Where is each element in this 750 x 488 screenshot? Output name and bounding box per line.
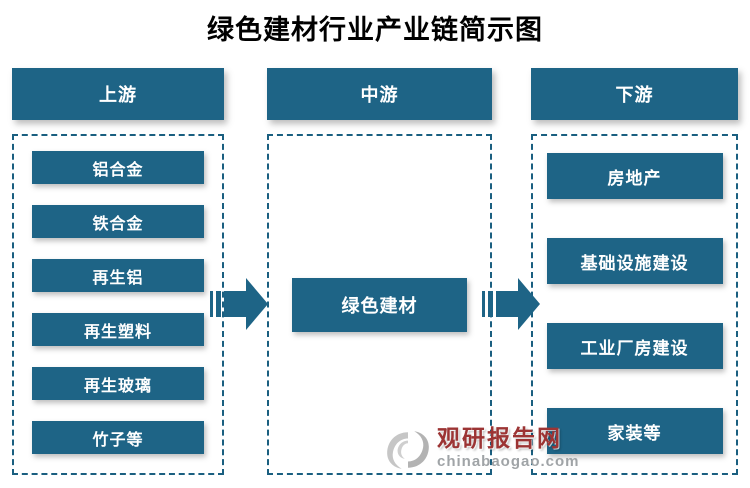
node-recycled-glass: 再生玻璃 xyxy=(32,367,204,400)
column-upstream: 上游 铝合金 铁合金 再生铝 再生塑料 再生玻璃 竹子等 xyxy=(12,68,224,475)
watermark-text: 观研报告网 chinabaogao.com xyxy=(437,425,580,470)
column-header-midstream: 中游 xyxy=(267,68,492,120)
watermark-domain: chinabaogao.com xyxy=(437,453,580,470)
node-industrial-plants: 工业厂房建设 xyxy=(546,323,723,369)
column-header-downstream: 下游 xyxy=(531,68,738,120)
node-aluminum-alloy: 铝合金 xyxy=(32,151,204,184)
node-recycled-aluminum: 再生铝 xyxy=(32,259,204,292)
column-panel-midstream: 绿色建材 xyxy=(267,134,492,475)
node-green-building-materials: 绿色建材 xyxy=(292,277,467,332)
column-midstream: 中游 绿色建材 xyxy=(267,68,492,475)
node-recycled-plastic: 再生塑料 xyxy=(32,313,204,346)
column-header-upstream: 上游 xyxy=(12,68,224,120)
diagram-title: 绿色建材行业产业链简示图 xyxy=(207,15,543,45)
node-iron-alloy: 铁合金 xyxy=(32,205,204,238)
watermark-brand-name: 观研报告网 xyxy=(437,425,562,451)
watermark: 观研报告网 chinabaogao.com xyxy=(383,427,580,473)
node-home-decoration-etc: 家装等 xyxy=(546,408,723,454)
right-arrow-icon xyxy=(482,278,540,330)
column-panel-upstream: 铝合金 铁合金 再生铝 再生塑料 再生玻璃 竹子等 xyxy=(12,134,224,475)
node-bamboo-etc: 竹子等 xyxy=(32,421,204,454)
column-panel-downstream: 房地产 基础设施建设 工业厂房建设 家装等 xyxy=(531,134,738,475)
node-real-estate: 房地产 xyxy=(546,153,723,199)
right-arrow-icon xyxy=(210,278,268,330)
downstream-node-list: 房地产 基础设施建设 工业厂房建设 家装等 xyxy=(533,136,736,473)
upstream-node-list: 铝合金 铁合金 再生铝 再生塑料 再生玻璃 竹子等 xyxy=(14,136,222,473)
midstream-node-list: 绿色建材 xyxy=(269,136,490,473)
node-infrastructure: 基础设施建设 xyxy=(546,238,723,284)
column-downstream: 下游 房地产 基础设施建设 工业厂房建设 家装等 xyxy=(531,68,738,475)
watermark-swirl-icon xyxy=(387,431,429,469)
